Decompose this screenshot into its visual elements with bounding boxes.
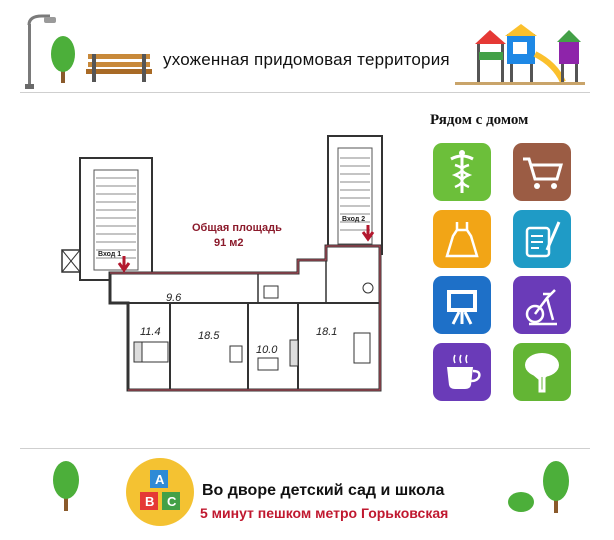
entrance-1-label: Вход 1 — [98, 251, 122, 258]
street-lamp-icon — [20, 12, 60, 95]
block-b: B — [145, 494, 155, 509]
metro-text: 5 минут пешком метро Горьковская — [200, 505, 449, 521]
nearby-title: Рядом с домом — [430, 112, 529, 128]
tree-icon — [542, 460, 570, 519]
coffee-cup-icon — [447, 354, 481, 389]
top-divider — [20, 92, 590, 93]
bottom-divider — [20, 448, 590, 449]
art-school-tile — [433, 276, 491, 334]
arts-tile — [513, 210, 571, 268]
shopping-cart-icon — [523, 157, 563, 189]
room-area-living: 18.5 — [198, 330, 220, 342]
abc-blocks-icon — [126, 458, 194, 531]
exercise-bike-icon — [525, 289, 557, 326]
cafe-tile — [433, 343, 491, 401]
entrance-2-label: Вход 2 — [342, 216, 366, 223]
tree-icon — [50, 34, 76, 89]
total-area-value: 91 м2 — [214, 237, 244, 249]
block-c: C — [167, 494, 177, 509]
fitness-tile — [513, 276, 571, 334]
shop-tile — [513, 143, 571, 201]
art-supplies-icon — [525, 221, 561, 258]
territory-text: ухоженная придомовая территория — [163, 50, 450, 69]
room-area-large: 18.1 — [316, 326, 338, 338]
medical-caduceus-icon — [450, 150, 474, 193]
room-area-hall: 9.6 — [166, 292, 182, 304]
clothing-tile — [433, 210, 491, 268]
floor-plan: Вход 1 Вход 2 Общая площадь 91 м2 9.6 11… — [58, 128, 398, 403]
pharmacy-tile — [433, 143, 491, 201]
block-a: A — [155, 472, 165, 487]
playground-icon — [455, 24, 585, 91]
park-tile — [513, 343, 571, 401]
room-area-bedroom: 11.4 — [140, 326, 161, 338]
tree-icon — [525, 353, 559, 393]
bench-icon — [86, 52, 152, 87]
tree-icon — [52, 460, 80, 517]
room-area-kitchen: 10.0 — [256, 344, 278, 356]
dress-icon — [445, 222, 479, 258]
easel-icon — [447, 290, 477, 325]
kindergarten-text: Во дворе детский сад и школа — [202, 482, 445, 499]
bush-icon — [508, 490, 534, 517]
total-area-label: Общая площадь — [192, 222, 282, 234]
